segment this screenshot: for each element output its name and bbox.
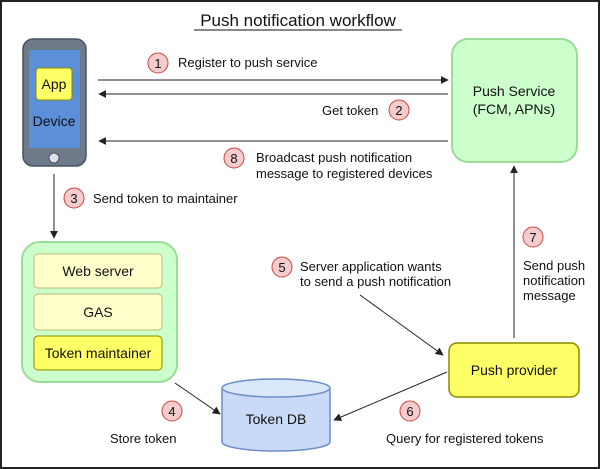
step-7: 7 Send push notification message <box>522 226 585 303</box>
step-2: Get token 2 <box>322 99 410 121</box>
diagram-title: Push notification workflow <box>194 11 402 31</box>
step-8: 8 Broadcast push notification message to… <box>223 147 433 181</box>
svg-text:5: 5 <box>278 260 285 275</box>
svg-text:to send a push notification: to send a push notification <box>300 274 451 289</box>
arrow-query-tokens <box>333 371 448 421</box>
arrow-store-token <box>174 382 221 415</box>
svg-text:2: 2 <box>395 103 402 118</box>
svg-text:Server application wants: Server application wants <box>300 259 442 274</box>
svg-text:Push notification workflow: Push notification workflow <box>200 11 396 30</box>
svg-text:4: 4 <box>168 404 175 419</box>
svg-text:Query for registered tokens: Query for registered tokens <box>386 431 544 446</box>
svg-text:7: 7 <box>529 230 536 245</box>
arrow-server-wants <box>359 294 444 356</box>
token-db-node: Token DB <box>221 378 331 452</box>
svg-text:Broadcast push notification: Broadcast push notification <box>256 150 412 165</box>
svg-text:8: 8 <box>230 151 237 166</box>
push-provider-node: Push provider <box>448 342 580 398</box>
step-3: 3 Send token to maintainer <box>63 187 238 209</box>
push-service-node: Push Service (FCM, APNs) <box>451 38 578 163</box>
svg-text:Send push: Send push <box>523 258 585 273</box>
gas-box: GAS <box>33 293 163 331</box>
svg-text:message to registered devices: message to registered devices <box>256 166 433 181</box>
step-1: 1 Register to push service <box>147 52 317 74</box>
svg-text:Token maintainer: Token maintainer <box>45 345 152 361</box>
svg-text:App: App <box>42 76 67 92</box>
svg-text:notification: notification <box>523 273 585 288</box>
app-icon: App <box>35 67 73 101</box>
arrows <box>50 76 518 421</box>
svg-text:Token DB: Token DB <box>246 411 307 427</box>
svg-text:GAS: GAS <box>83 304 113 320</box>
step-6: 6 Query for registered tokens <box>386 400 544 446</box>
step-4: 4 Store token <box>110 400 183 446</box>
svg-text:Push provider: Push provider <box>471 362 558 378</box>
step-5: 5 Server application wants to send a pus… <box>271 256 451 289</box>
svg-text:1: 1 <box>154 56 161 71</box>
server-group: Web server GAS Token maintainer <box>21 241 178 383</box>
svg-text:Send token to maintainer: Send token to maintainer <box>93 191 238 206</box>
svg-text:Store token: Store token <box>110 431 177 446</box>
svg-text:6: 6 <box>406 404 413 419</box>
token-maintainer-box: Token maintainer <box>33 335 163 371</box>
svg-text:message: message <box>523 288 576 303</box>
svg-text:Register to push service: Register to push service <box>178 55 317 70</box>
svg-text:Get token: Get token <box>322 103 378 118</box>
svg-text:Push Service: Push Service <box>473 83 556 99</box>
device-node: App Device <box>22 38 87 167</box>
svg-text:(FCM, APNs): (FCM, APNs) <box>473 101 555 117</box>
svg-text:Web server: Web server <box>62 263 134 279</box>
device-label: Device <box>33 113 76 129</box>
web-server-box: Web server <box>33 253 163 289</box>
svg-text:3: 3 <box>70 191 77 206</box>
